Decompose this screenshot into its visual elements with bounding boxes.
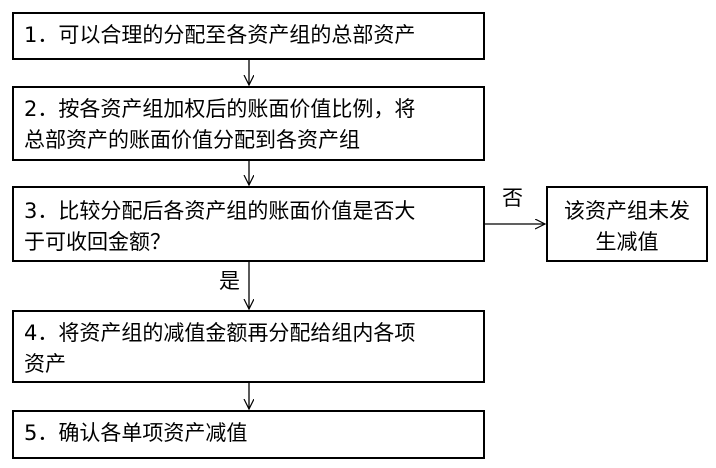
step-4-text: 4．将资产组的减值金额再分配给组内各项 资产 (24, 321, 416, 376)
no-impairment-box: 该资产组未发 生减值 (546, 186, 708, 262)
step-3-decision-box: 3．比较分配后各资产组的账面价值是否大 于可收回金额？ (12, 186, 485, 262)
edge-label-yes: 是 (219, 269, 240, 293)
step-1-box: 1．可以合理的分配至各资产组的总部资产 (12, 12, 485, 60)
step-1-text: 1．可以合理的分配至各资产组的总部资产 (24, 23, 416, 47)
edge-label-no: 否 (502, 186, 523, 210)
step-5-text: 5．确认各单项资产减值 (24, 421, 248, 445)
step-2-box: 2．按各资产组加权后的账面价值比例，将 总部资产的账面价值分配到各资产组 (12, 86, 485, 161)
step-4-box: 4．将资产组的减值金额再分配给组内各项 资产 (12, 310, 485, 383)
step-2-text: 2．按各资产组加权后的账面价值比例，将 总部资产的账面价值分配到各资产组 (24, 97, 416, 152)
no-impairment-text: 该资产组未发 生减值 (564, 199, 690, 254)
step-3-text: 3．比较分配后各资产组的账面价值是否大 于可收回金额？ (24, 199, 416, 254)
step-5-box: 5．确认各单项资产减值 (12, 410, 485, 459)
